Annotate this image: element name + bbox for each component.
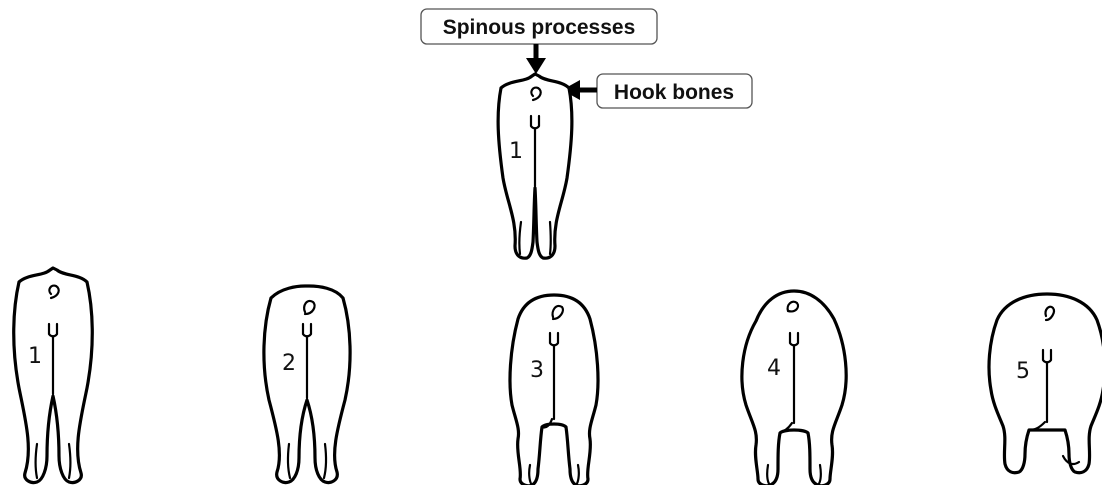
spinous-processes-callout: Spinous processes — [421, 9, 657, 74]
score-number-5: 5 — [1016, 359, 1030, 384]
cow-figure-score-3: 3 — [510, 295, 598, 485]
top-cow-figure: 1 — [498, 74, 572, 258]
score-number-3: 3 — [530, 358, 544, 383]
score-number-1: 1 — [28, 344, 42, 369]
spinous-arrow-icon — [526, 44, 546, 74]
hook-label: Hook bones — [614, 81, 734, 104]
top-score-number: 1 — [509, 139, 523, 164]
spinous-label: Spinous processes — [443, 16, 636, 39]
cow-figure-score-2: 2 — [264, 286, 350, 483]
cow-figure-score-1: 1 — [14, 268, 93, 483]
hook-bones-callout: Hook bones — [562, 74, 752, 108]
cow-figure-score-4: 4 — [742, 291, 846, 485]
cow-figure-score-5: 5 — [989, 294, 1102, 473]
score-number-4: 4 — [767, 356, 781, 381]
score-number-2: 2 — [282, 351, 296, 376]
